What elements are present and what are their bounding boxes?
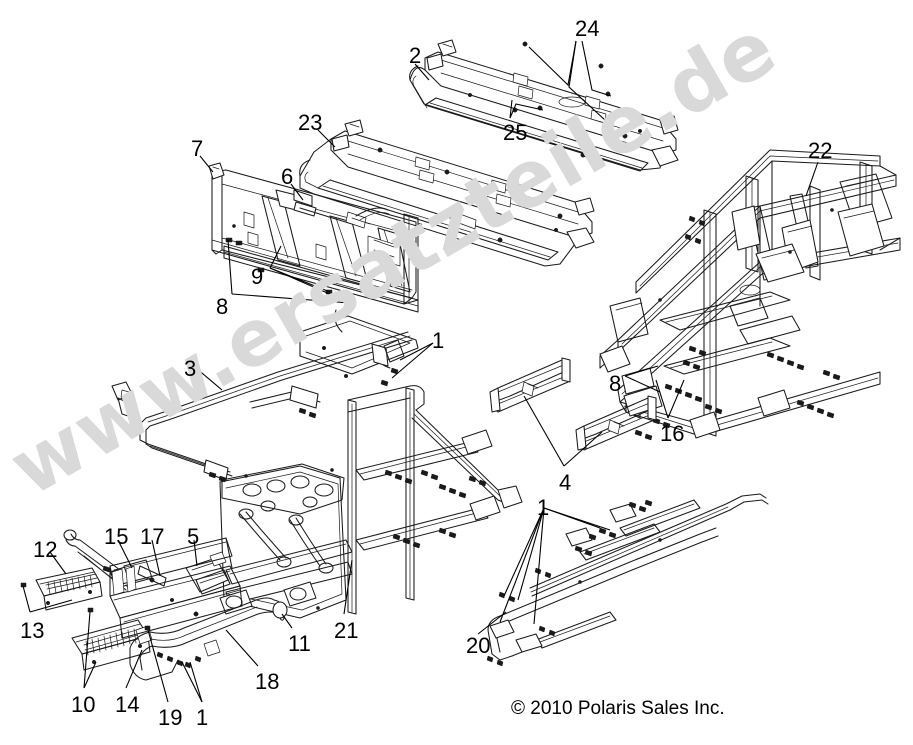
callout-label-3: 3 [184,356,197,381]
callout-label-9: 9 [251,264,264,289]
part-3-side-rail [111,309,419,483]
part-20-rear-rack-frame [486,493,769,667]
callout-label-5: 5 [187,524,200,549]
part-22-main-chassis [599,149,901,441]
callout-label-17: 17 [140,524,165,549]
callout-label-1: 1 [196,705,209,730]
callout-label-8: 8 [216,294,229,319]
part-7-front-bulkhead [208,162,419,313]
callout-label-18: 18 [255,669,280,694]
callout-label-1: 1 [432,328,445,353]
callout-label-25: 25 [503,120,528,145]
callout-label-20: 20 [466,633,491,658]
callout-label-24: 24 [575,16,600,41]
callout-label-10: 10 [71,692,96,717]
callout-label-2: 2 [409,43,422,68]
callout-label-21: 21 [334,618,359,643]
part-2-rear-upper-rail [409,39,679,172]
part-21-front-chassis [219,385,523,619]
part-18-bumper-bar [109,537,288,681]
callout-label-11: 11 [288,631,311,656]
callout-label-12: 12 [33,537,58,562]
part-12-upper-grate [20,567,103,611]
callout-label-19: 19 [158,705,183,730]
callout-label-4: 4 [559,470,572,495]
callout-label-13: 13 [20,618,45,643]
leader-lines [22,40,819,703]
callout-label-14: 14 [115,692,140,717]
callout-label-7: 7 [191,136,204,161]
callout-label-6: 6 [281,164,294,189]
part-23-middle-rail [299,119,595,267]
callout-label-23: 23 [298,110,323,135]
part-5-winch-plate [185,551,231,595]
callout-label-8: 8 [609,371,622,396]
callout-label-1: 1 [537,495,550,520]
part-4-sill-rails [489,357,657,451]
callout-label-22: 22 [808,138,833,163]
callout-label-15: 15 [104,524,129,549]
copyright-notice: © 2010 Polaris Sales Inc. [511,698,725,719]
callout-label-16: 16 [660,421,685,446]
